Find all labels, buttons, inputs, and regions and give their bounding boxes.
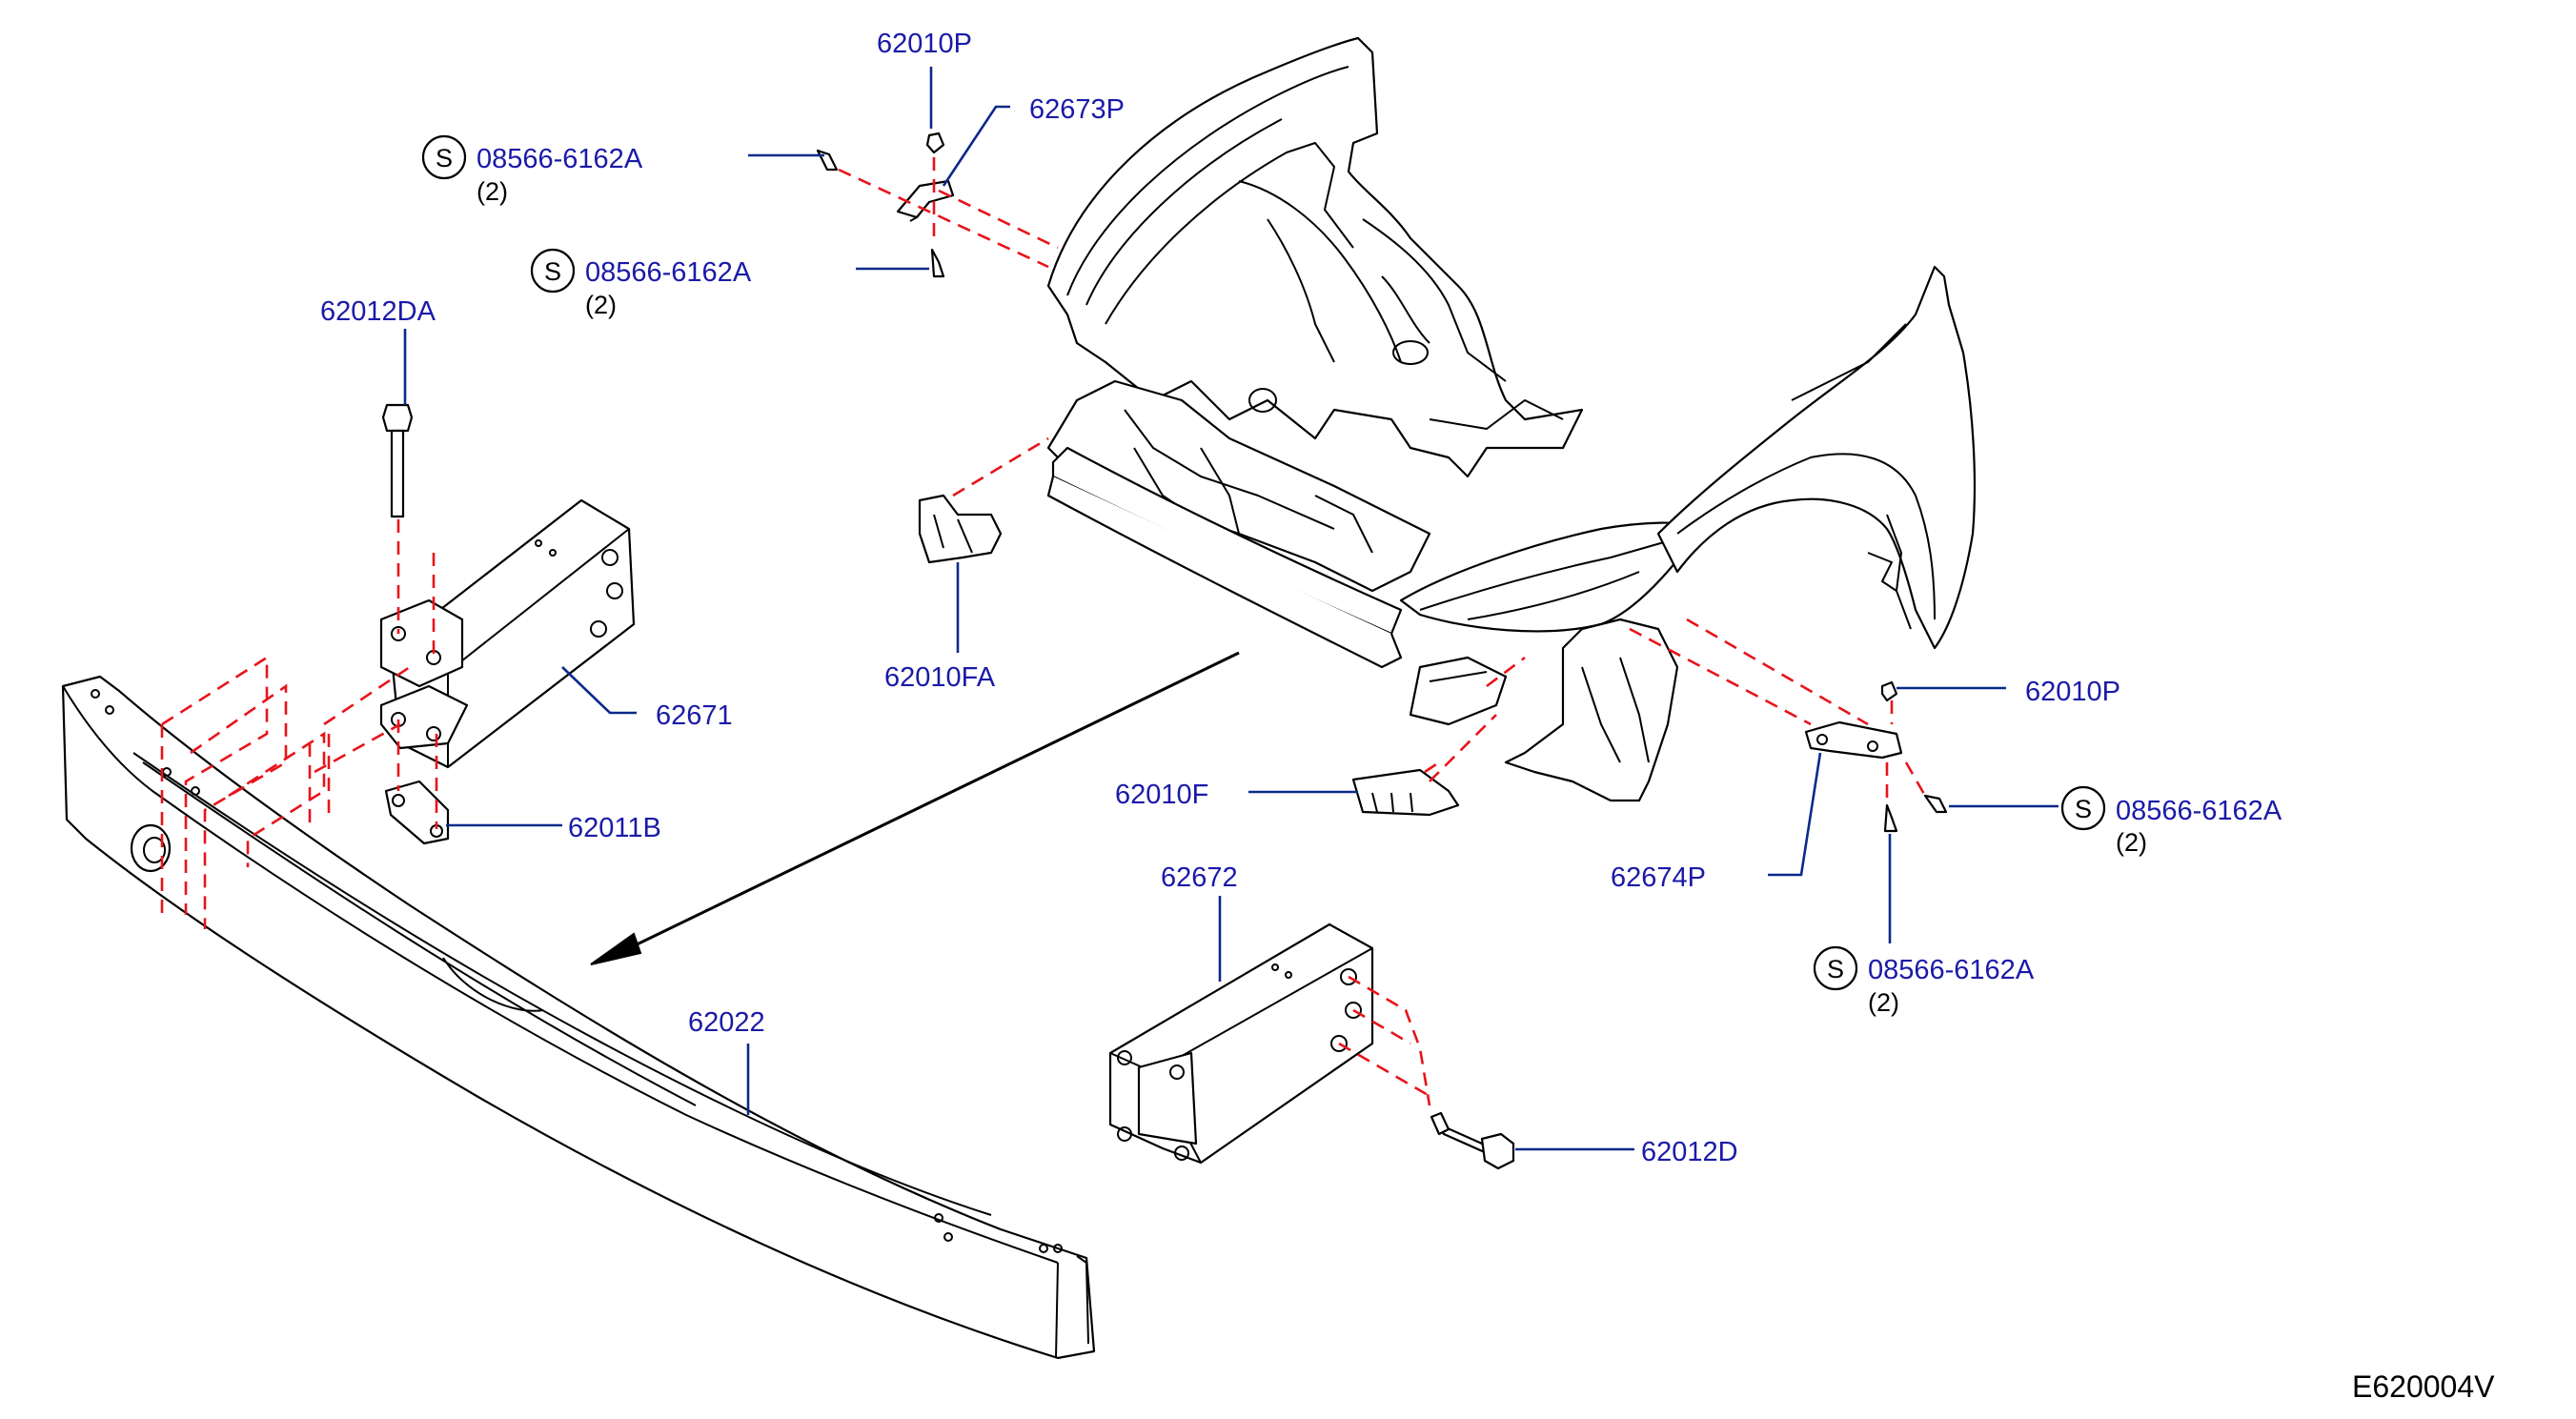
part-number: 62012DA (320, 296, 436, 327)
screw-08566-right-2 (1883, 803, 1898, 833)
callout-62012D: 62012D (1641, 1137, 1738, 1167)
callout-62010P-right: 62010P (2025, 677, 2120, 707)
part-number: 08566-6162A (585, 257, 752, 288)
bolt-62012DA (381, 403, 414, 518)
screw-08566-right-1 (1923, 794, 1948, 814)
bracket-62674P (1804, 720, 1903, 760)
service-symbol-text: S (2075, 795, 2092, 823)
bolt-62012D (1430, 1111, 1515, 1170)
part-number: 62012D (1641, 1137, 1738, 1167)
callout-screw-b1: S 08566-6162A (2) (2060, 785, 2282, 857)
clip-62010P-right (1880, 680, 1898, 702)
clip-62010P-top (925, 132, 945, 154)
service-symbol (1813, 945, 1858, 991)
callout-62022: 62022 (688, 1007, 765, 1038)
service-symbol-text: S (1827, 955, 1844, 983)
callout-62673P: 62673P (1029, 94, 1125, 125)
part-number: 08566-6162A (477, 144, 643, 174)
part-number: 62010P (2025, 677, 2120, 707)
service-symbol-text: S (544, 257, 561, 286)
bracket-62010F (1351, 768, 1460, 817)
part-number: 62022 (688, 1007, 765, 1038)
leader-lines (403, 67, 2059, 1151)
callout-62012DA: 62012DA (320, 296, 436, 327)
diagram-code: E620004V (2352, 1369, 2495, 1404)
part-number: 62672 (1161, 862, 1238, 893)
callout-62011B: 62011B (568, 813, 661, 843)
bracket-62010FA (918, 494, 1003, 564)
screw-08566-left-1 (816, 149, 839, 172)
service-symbol (421, 134, 467, 180)
assembly-lines (160, 157, 1927, 1106)
callout-62010F: 62010F (1115, 780, 1208, 810)
quantity: (2) (2116, 828, 2147, 857)
part-number: 08566-6162A (2116, 796, 2282, 826)
screw-08566-left-2 (930, 248, 945, 278)
part-number: 62010P (877, 29, 972, 59)
side-bracket-62672 (1108, 922, 1374, 1165)
callout-62671: 62671 (656, 700, 733, 731)
front-body-structure (1046, 36, 1977, 802)
callout-62672: 62672 (1161, 862, 1238, 893)
callout-62010P-top: 62010P (877, 29, 972, 59)
callout-62674P: 62674P (1611, 862, 1706, 893)
part-number: 62671 (656, 700, 733, 731)
part-number: 62011B (568, 813, 661, 843)
part-number: 62010FA (884, 662, 996, 693)
service-symbol (530, 248, 576, 294)
callout-screw-a1: S 08566-6162A (2) (421, 134, 643, 206)
callout-screw-a2: S 08566-6162A (2) (530, 248, 752, 319)
quantity: (2) (477, 177, 508, 206)
part-number: 62010F (1115, 780, 1208, 810)
quantity: (2) (1868, 988, 1899, 1017)
service-symbol-text: S (436, 144, 453, 172)
service-symbol (2060, 785, 2106, 831)
plate-62011B (384, 780, 450, 845)
part-number: 62673P (1029, 94, 1125, 125)
part-number: 08566-6162A (1868, 955, 2035, 985)
callout-screw-b2: S 08566-6162A (2) (1813, 945, 2035, 1017)
quantity: (2) (585, 291, 617, 319)
direction-arrow (590, 651, 1240, 965)
part-number: 62674P (1611, 862, 1706, 893)
callout-62010FA: 62010FA (884, 662, 996, 693)
bumper-reinforcement-62022 (61, 675, 1096, 1360)
side-bracket-62671 (379, 498, 636, 769)
